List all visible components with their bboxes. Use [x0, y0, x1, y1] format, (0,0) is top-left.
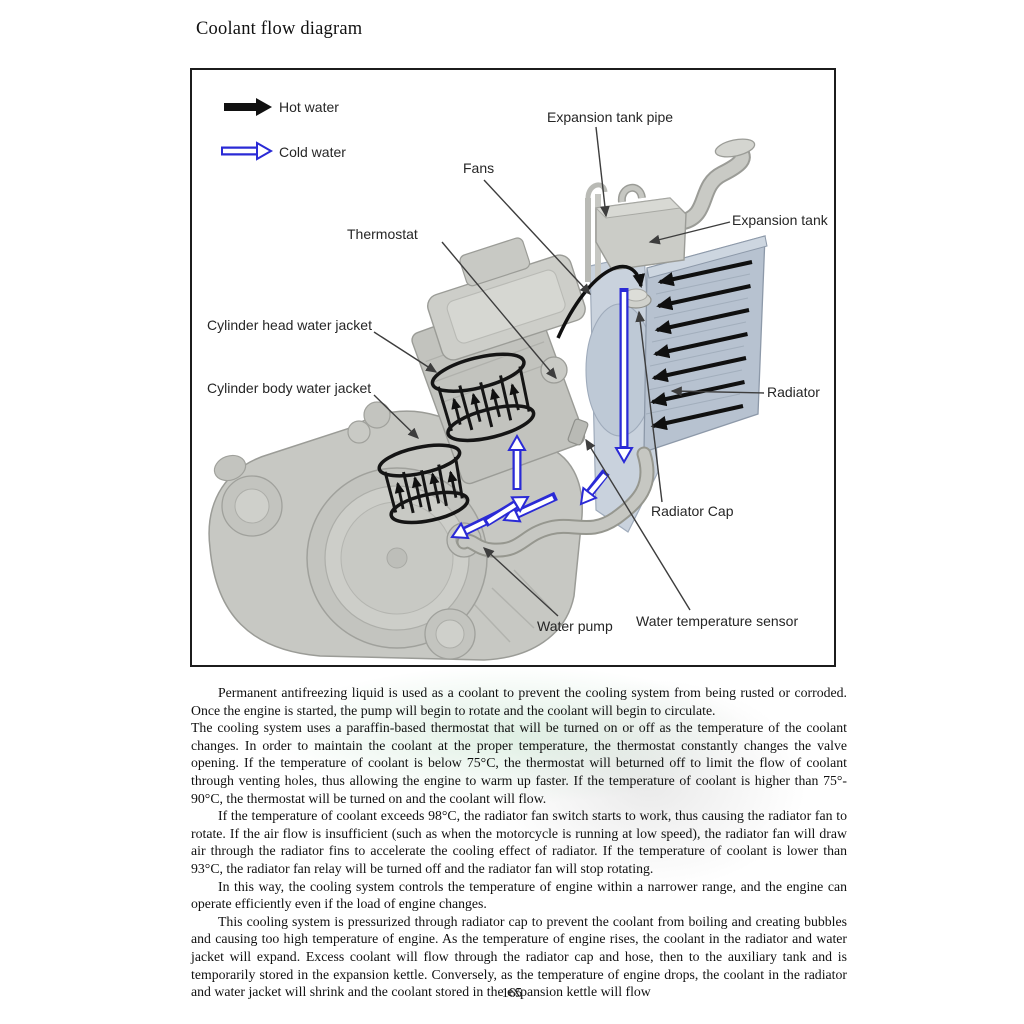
label-water-pump: Water pump — [537, 618, 613, 634]
cylinder-body-water-jacket-cage — [377, 443, 470, 525]
valve-cover — [427, 237, 586, 361]
expansion-tank-part — [585, 138, 756, 282]
leader-cylinder-body-water-jacket — [373, 394, 420, 439]
label-expansion-tank-pipe: Expansion tank pipe — [547, 109, 674, 125]
label-radiator-cap: Radiator Cap — [651, 503, 734, 519]
legend-label-cold-water: Cold water — [279, 144, 346, 160]
paragraph: In this way, the cooling system controls… — [191, 878, 847, 912]
leader-water-pump — [482, 547, 559, 617]
paragraph: Permanent antifreezing liquid is used as… — [191, 685, 847, 718]
label-cylinder-body-water-jacket: Cylinder body water jacket — [207, 380, 372, 396]
expansion-tank-pipe-part — [675, 143, 749, 229]
paragraph: If the temperature of coolant exceeds 98… — [191, 808, 847, 876]
label-water-temperature-sensor: Water temperature sensor — [636, 613, 799, 629]
body-text: Permanent antifreezing liquid is used as… — [191, 684, 847, 1001]
leader-expansion-tank — [648, 221, 731, 245]
label-expansion-tank: Expansion tank — [732, 212, 828, 228]
thermostat-housing — [540, 356, 568, 384]
cylinder-head-water-jacket-cage — [430, 352, 536, 443]
engine-illustration — [208, 237, 589, 661]
water-temp-sensor-part — [567, 418, 589, 446]
paragraph: The cooling system uses a paraffin-based… — [191, 720, 847, 806]
paragraph: This cooling system is pressurized throu… — [191, 913, 847, 1000]
leader-thermostat — [441, 241, 557, 380]
label-radiator: Radiator — [767, 384, 820, 400]
label-fans: Fans — [463, 160, 495, 176]
page-number: 165 — [501, 985, 523, 1000]
legend-label-hot-water: Hot water — [279, 99, 339, 115]
legend-cold-water-arrow — [221, 141, 274, 161]
label-thermostat: Thermostat — [347, 226, 418, 242]
leader-fans — [483, 179, 591, 296]
leader-expansion-tank-pipe — [595, 126, 610, 218]
leader-radiator-cap — [635, 310, 663, 503]
page-title: Coolant flow diagram — [196, 19, 363, 39]
coolant-flow-diagram: Hot water Cold water Expansion tank pipe… — [190, 68, 836, 667]
diagram-canvas — [208, 98, 768, 661]
cold-water-arrows — [450, 288, 634, 540]
leader-cylinder-head-water-jacket — [373, 331, 438, 373]
leader-water-temperature-sensor — [585, 438, 691, 611]
leader-radiator — [670, 386, 765, 397]
leader-lines — [373, 126, 765, 617]
legend-hot-water-arrow — [224, 98, 272, 116]
hot-water-arrows — [556, 260, 753, 431]
label-cylinder-head-water-jacket: Cylinder head water jacket — [207, 317, 372, 333]
